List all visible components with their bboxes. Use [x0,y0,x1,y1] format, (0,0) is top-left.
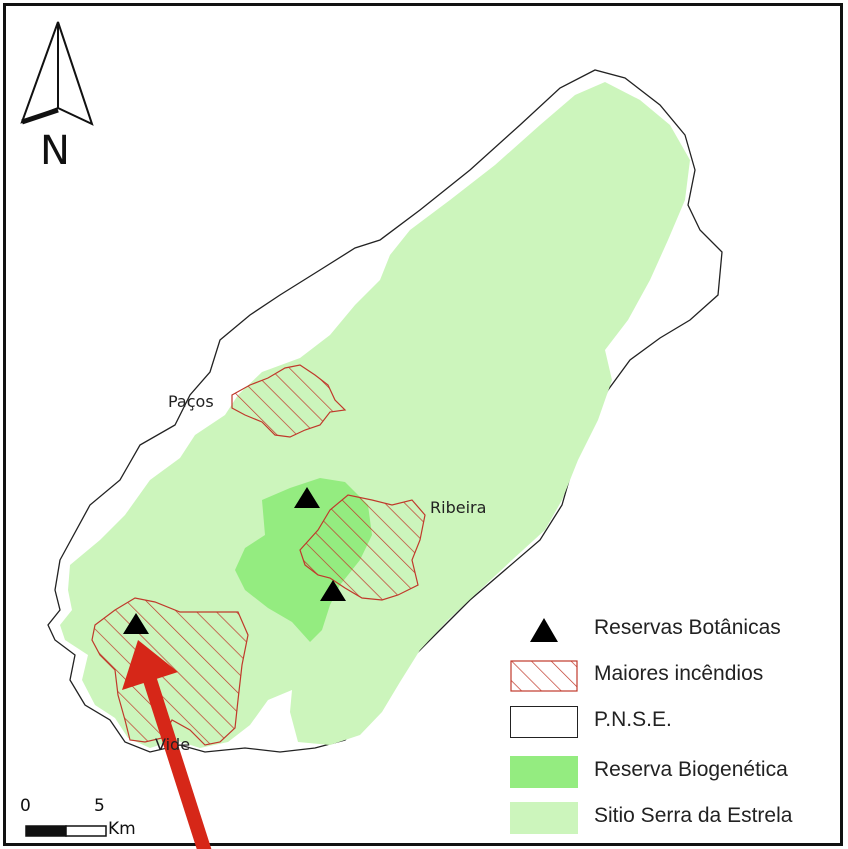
reserva-botanica-marker [123,613,149,634]
legend-item-pnse: P.N.S.E. [510,702,840,742]
legend-label: P.N.S.E. [594,708,672,731]
reserva-botanica-marker [294,487,320,508]
north-arrow-icon [20,21,94,126]
reserva-botanica-marker [320,580,346,601]
place-label-pacos: Paços [168,392,214,411]
fire-area-pacos [231,364,347,438]
north-label: N [40,128,70,174]
place-label-ribeira: Ribeira [430,498,487,517]
legend-label: Sitio Serra da Estrela [594,804,793,827]
fire-area-ribeira [299,494,426,601]
hatch-swatch-icon [510,660,578,692]
triangle-icon [530,618,558,642]
sitio-serra-da-estrela-area [60,82,690,748]
scale-tick-5: 5 [94,796,105,816]
outline-swatch-icon [510,706,578,738]
red-arrow-icon [122,640,212,849]
legend-item-reservas-botanicas: Reservas Botânicas [510,610,840,650]
place-label-vide: Vide [155,735,191,754]
scale-bar [25,825,107,837]
legend-item-maiores-incendios: Maiores incêndios [510,656,840,696]
legend-label: Maiores incêndios [594,662,764,685]
legend-item-reserva-biogenetica: Reserva Biogenética [510,752,840,792]
legend-label: Reservas Botânicas [594,616,781,639]
scale-tick-0: 0 [20,796,31,816]
legend-label: Reserva Biogenética [594,758,788,781]
legend-item-sitio-serra-da-estrela: Sitio Serra da Estrela [510,798,840,838]
green-swatch-icon [510,756,578,788]
scale-unit: Km [108,819,136,839]
light-green-swatch-icon [510,802,578,834]
